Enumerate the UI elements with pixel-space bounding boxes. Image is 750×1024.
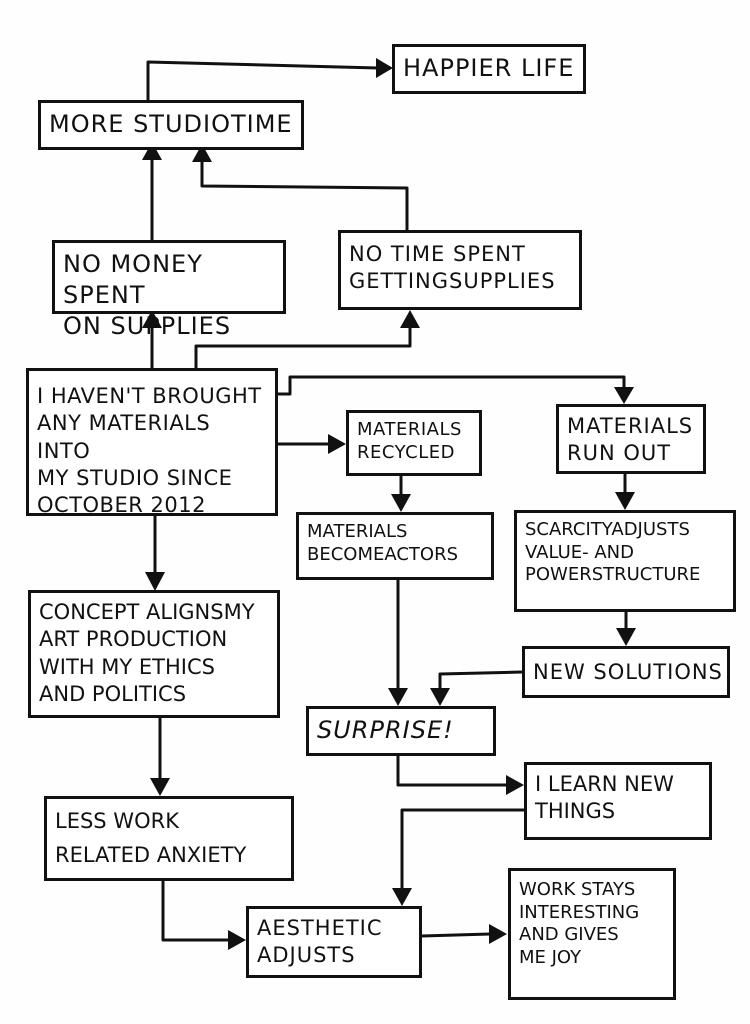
node-happier-life: HAPPIER LIFE: [392, 44, 586, 94]
node-havent-brought-materials: I HAVEN'T BROUGHT ANY MATERIALS INTO MY …: [26, 368, 278, 517]
node-materials-become-actors: MATERIALS BECOMEACTORS: [296, 512, 494, 580]
node-concept-aligns: CONCEPT ALIGNSMY ART PRODUCTION WITH MY …: [28, 590, 280, 718]
node-more-studio-time: MORE STUDIOTIME: [38, 100, 304, 150]
arrowhead-icon: [616, 628, 636, 646]
connector-aesthetic-to-work-joy: [420, 932, 492, 938]
arrowhead-icon: [150, 778, 170, 796]
node-work-stays-interesting: WORK STAYS INTERESTING AND GIVES ME JOY: [508, 868, 676, 1000]
arrowhead-icon: [392, 888, 412, 906]
arrowhead-icon: [400, 310, 420, 328]
arrowhead-icon: [145, 572, 165, 591]
arrowhead-icon: [506, 775, 524, 795]
arrowhead-icon: [376, 58, 393, 78]
node-materials-run-out: MATERIALS RUN OUT: [556, 404, 706, 474]
arrowhead-icon: [388, 688, 408, 706]
node-aesthetic-adjusts: AESTHETIC ADJUSTS: [246, 906, 422, 978]
arrowhead-icon: [328, 434, 346, 454]
node-new-solutions: NEW SOLUTIONS: [522, 646, 730, 698]
connector-no-time-to-studiotime: [200, 158, 409, 232]
connector-learn-to-aesthetic: [400, 808, 526, 892]
arrowhead-icon: [142, 310, 162, 328]
arrowhead-icon: [192, 144, 212, 162]
connector-new-solutions-to-surprise: [438, 670, 524, 692]
arrowhead-icon: [228, 930, 246, 950]
arrowhead-icon: [430, 688, 450, 706]
connector-havent-brought-to-run-out: [276, 375, 626, 396]
node-materials-recycled: MATERIALS RECYCLED: [346, 410, 482, 476]
arrowhead-icon: [391, 494, 411, 512]
node-surprise: SURPRISE!: [306, 706, 496, 756]
connector-studiotime-to-happier-life: [146, 60, 380, 102]
connector-surprise-to-learn: [396, 754, 510, 787]
node-scarcity-adjusts: SCARCITYADJUSTS VALUE- AND POWERSTRUCTUR…: [514, 510, 736, 612]
arrowhead-icon: [142, 142, 162, 160]
node-less-work-anxiety: LESS WORK RELATED ANXIETY: [44, 796, 294, 881]
arrowhead-icon: [615, 492, 635, 510]
arrowhead-icon: [489, 924, 507, 944]
arrowhead-icon: [614, 387, 634, 404]
node-no-money-spent: NO MONEY SPENT ON SUPPLIES: [52, 240, 286, 340]
node-no-time-spent: NO TIME SPENT GETTINGSUPPLIES: [338, 230, 582, 310]
node-i-learn-new-things: I LEARN NEW THINGS: [524, 762, 712, 840]
connector-less-anxiety-to-aesthetic: [161, 879, 232, 942]
connector-havent-brought-to-no-time: [194, 324, 412, 370]
